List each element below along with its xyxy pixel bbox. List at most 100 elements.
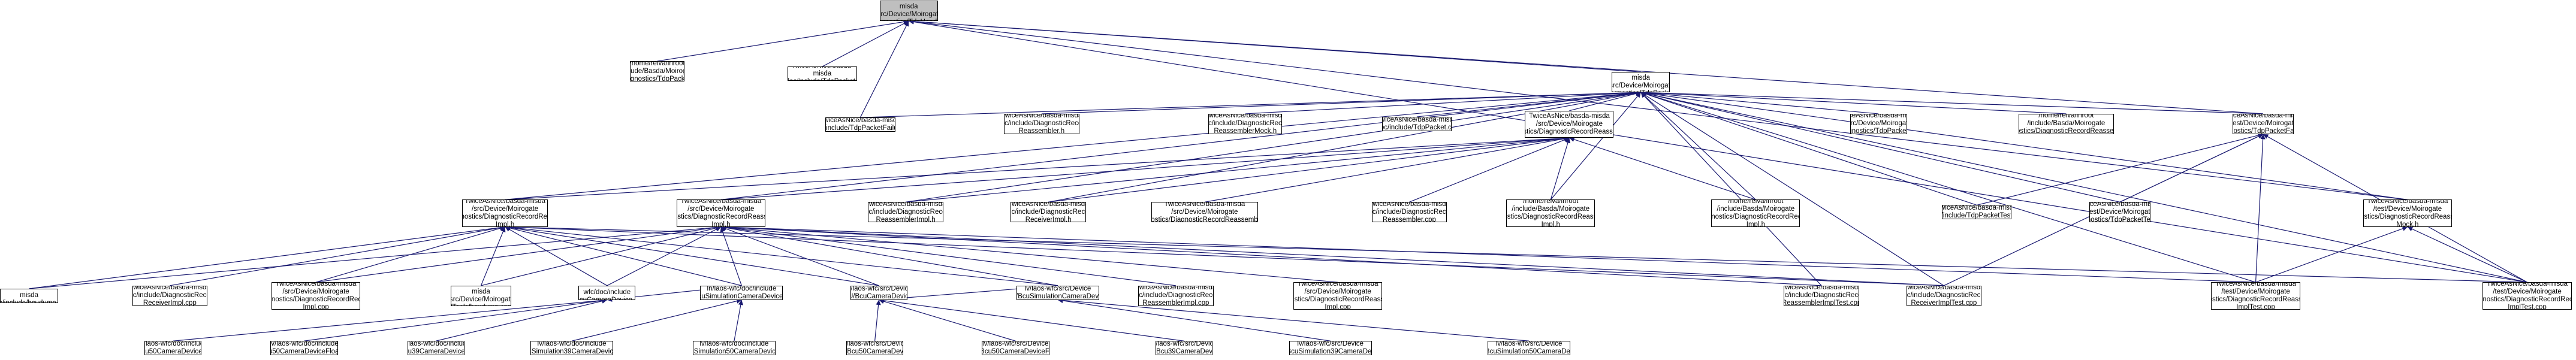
- node-diag-receiver-impl[interactable]: TwiceAsNice/basda-misda /src/Device/Moir…: [461, 199, 548, 227]
- edge-reassembler_mock_test-to-tdp_packet_main: [1640, 90, 2408, 200]
- node-reassembler-impl-doc[interactable]: TwiceAsNice/basda-misda /doc/include/Dia…: [868, 202, 943, 223]
- edge-reassembler_impl_test-to-diag_reassembler_impl: [720, 224, 2256, 283]
- node-lvlaos-bcu-camera-device[interactable]: ln/laos-wfc/doc/include /BcuCameraDevice…: [578, 285, 636, 300]
- node-root: TwiceAsNice/basda-misda /src/Device/Moir…: [879, 1, 938, 22]
- edge-bcudump_src-to-diag_reassembler_impl: [481, 225, 722, 286]
- edge-tdp_packet_root-to-root: [657, 19, 909, 62]
- edge-doc_bcusim50-to-lvlaos_bcu_simulation_camera: [734, 300, 744, 341]
- node-receiver-impl-cpp-doc[interactable]: TwiceAsNice/basda-misda /doc/include/Dia…: [132, 285, 208, 306]
- node-receiver-impl-doc[interactable]: TwiceAsNice/basda-misda /doc/include/Dia…: [1011, 202, 1086, 223]
- node-tdp-packet-failure-doc[interactable]: TwiceAsNice/basda-misda /doc/include/Tdp…: [825, 117, 895, 132]
- node-receiver-impl-test[interactable]: TwiceAsNice/basda-misda /test/Device/Moi…: [2483, 282, 2572, 310]
- edge-reassembler_impl_test_doc-to-tdp_packet_main: [1640, 92, 1822, 286]
- edge-reassembler_impl_root-to-diag_reassembler_src: [1550, 138, 1570, 200]
- node-tdp-packet-main[interactable]: TwiceAsNice/basda-misda /src/Device/Moir…: [1612, 72, 1670, 93]
- edge-tdp_packet_test-to-tdp_packet_main: [1640, 91, 2120, 202]
- node-diag-reassembler-doc[interactable]: TwiceAsNice/basda-misda /doc/include/Dia…: [1004, 113, 1079, 134]
- node-receiver-impl-cpp-src[interactable]: TwiceAsNice/basda-misda /src/Device/Moir…: [271, 282, 361, 310]
- edge-src_bcu50_camera-to-src_bcu_camera_device: [874, 300, 881, 341]
- edge-src_bcu_simulation_camera-to-diag_receiver_impl: [505, 225, 1058, 286]
- edge-receiver_impl_doc-to-diag_reassembler_src: [1048, 136, 1570, 202]
- edge-receiver_impl_cpp_src-to-diag_reassembler_impl: [315, 225, 721, 283]
- edge-tdp_packet_test_doc-to-tdp_packet_failure_test: [1977, 132, 2264, 206]
- edge-receiver_impl_test-to-tdp_packet_main: [1640, 90, 2527, 283]
- node-reassembler-mock-test[interactable]: TwiceAsNice/basda-misda /test/Device/Moi…: [2363, 199, 2452, 227]
- node-src-bcu39-camera[interactable]: lv/laos-wfc/src/Device /BCU/Bcu39CameraD…: [1155, 341, 1212, 356]
- edge-diag_reassembler_impl-to-diag_reassembler_src: [720, 135, 1570, 200]
- edge-reassembler_impl_doc-to-diag_reassembler_src: [906, 135, 1570, 202]
- node-src-bcusim39[interactable]: lv/laos-wfc/src/Device /BCU/BcuSimulatio…: [1289, 341, 1372, 356]
- edge-receiver_impl_root-to-diag_reassembler_src: [1569, 137, 1756, 200]
- edge-doc_bcu50_camera-to-lvlaos_bcu_camera_device: [173, 298, 607, 341]
- node-src-bcu-simulation-camera[interactable]: lv/laos-wfc/src/Device /BCU/BcuSimulatio…: [1016, 285, 1099, 300]
- edge-tdp_packet_cpp_src-to-tdp_packet_main: [1640, 90, 1879, 114]
- edge-reassembler_impl_test_doc-to-diag_reassembler_impl: [720, 224, 1822, 286]
- edge-receiver_impl_test-to-reassembler_mock_test: [2407, 226, 2527, 283]
- node-tdp-packet-cpp-src[interactable]: TwiceAsNice/basda-misda /src/Device/Moir…: [1850, 113, 1907, 134]
- edge-src_bcu39_camera-to-src_bcu_camera_device: [879, 298, 1184, 341]
- node-doc-bcusim39[interactable]: lv/laos-wfc/doc/include /BcuSimulation39…: [530, 341, 614, 356]
- node-lvlaos-bcu-simulation-camera[interactable]: ln/laos-wfc/doc/include /BcuSimulationCa…: [700, 285, 783, 300]
- node-src-bcu50-float[interactable]: lv/laos-wfc/src/Device /BCU/Bcu50CameraD…: [981, 341, 1049, 356]
- edge-reassembler_impl_test-to-reassembler_mock_test: [2255, 226, 2408, 283]
- edge-receiver_impl_test-to-root: [909, 19, 2527, 283]
- edge-receiver_impl_test-to-diag_receiver_impl: [505, 224, 2527, 283]
- edge-lvlaos_bcu_simulation_camera-to-diag_receiver_impl: [505, 225, 742, 286]
- node-doc-bcu50-camera[interactable]: lv/laos-wfc/doc/include /Bcu50CameraDevi…: [144, 341, 202, 356]
- node-tdp-packet-root[interactable]: /home/reiva/inroot /include/Basda/Moirog…: [629, 61, 685, 82]
- node-reassembler-impl-test-doc[interactable]: TwiceAsNice/basda-misda /doc/include/Dia…: [1784, 285, 1859, 306]
- node-src-bcu50-camera[interactable]: lv/laos-wfc/src/Device /BCU/Bcu50CameraD…: [846, 341, 904, 356]
- node-src-bcu-camera-device[interactable]: lv/laos-wfc/src/Device /BCU/BcuCameraDev…: [850, 285, 907, 300]
- edge-doc_bcusim39-to-lvlaos_bcu_simulation_camera: [571, 298, 742, 341]
- edge-doc_bcu39_camera-to-lvlaos_bcu_camera_device: [436, 298, 607, 341]
- edge-doc_bcu50_float-to-lvlaos_bcu_camera_device: [304, 298, 607, 341]
- node-doc-bcusim50[interactable]: lv/laos-wfc/doc/include /BcuSimulation50…: [692, 341, 776, 356]
- node-doc-bcu39-camera[interactable]: lv/laos-wfc/doc/include /Bcu39CameraDevi…: [407, 341, 464, 356]
- node-receiver-impl-root[interactable]: /home/reiva/inroot /include/Basda/Moirog…: [1711, 199, 1800, 227]
- edge-src_bcu_camera_device-to-diag_reassembler_impl: [720, 226, 879, 286]
- edge-lvlaos_bcu_simulation_camera-to-diag_reassembler_impl: [720, 226, 742, 286]
- edge-diag_reassembler_doc-to-tdp_packet_main: [1041, 90, 1641, 114]
- node-reassembler-impl-cpp-doc[interactable]: TwiceAsNice/basda-misda /doc/include/Dia…: [1138, 285, 1214, 306]
- edge-reassembler_cpp_doc-to-diag_reassembler_src: [1409, 137, 1570, 202]
- node-tdp-packet-failure-test[interactable]: TwiceAsNice/basda-misda /test/Device/Moi…: [2232, 113, 2294, 134]
- node-reassembler-impl-root[interactable]: /home/reiva/inroot /include/Basda/Moirog…: [1506, 199, 1595, 227]
- node-tdp-packet-test[interactable]: TwiceAsNice/basda-misda /test/Device/Moi…: [2089, 202, 2150, 223]
- edge-reassembler_impl_doc-to-tdp_packet_main: [905, 90, 1641, 202]
- edge-diag_reassembler_mock_doc-to-tdp_packet_main: [1245, 90, 1641, 114]
- edge-reassembler_impl_test-to-tdp_packet_failure_test: [2255, 134, 2266, 283]
- node-doc-bcu50-float[interactable]: lv/laos-wfc/doc/include /Bcu50CameraDevi…: [270, 341, 338, 356]
- node-reassembler-impl-test[interactable]: TwiceAsNice/basda-misda /test/Device/Moi…: [2211, 282, 2300, 310]
- node-diag-reassembler-src[interactable]: TwiceAsNice/basda-misda /src/Device/Moir…: [1525, 110, 1614, 138]
- edge-src_bcu_simulation_camera-to-diag_reassembler_impl: [720, 225, 1058, 286]
- node-bcudump-src[interactable]: TwiceAsNice/basda-misda /src/Device/Moir…: [450, 285, 512, 306]
- edge-diag_receiver_impl-to-diag_reassembler_src: [505, 135, 1570, 200]
- node-receiver-impl-test-doc[interactable]: TwiceAsNice/basda-misda /doc/include/Dia…: [1906, 285, 1982, 306]
- edge-src_bcu50_float-to-src_bcu_camera_device: [879, 299, 1016, 341]
- edge-reassembler_impl_root-to-tdp_packet_main: [1550, 92, 1642, 200]
- node-tdp-packet-doc[interactable]: TwiceAsNice/basda-misda /doc/include/Tdp…: [787, 66, 858, 81]
- node-diag-reassembler-root[interactable]: /home/reiva/inroot /include/Basda/Moirog…: [2018, 113, 2115, 134]
- node-diag-reassembler-mock-doc[interactable]: TwiceAsNice/basda-misda /doc/include/Dia…: [1208, 113, 1283, 134]
- edge-receiver_impl_root-to-tdp_packet_main: [1640, 92, 1756, 200]
- node-tdp-packet-cpp-doc[interactable]: TwiceAsNice/basda-misda /doc/include/Tdp…: [1381, 117, 1452, 131]
- edge-tdp_packet_doc-to-root: [822, 20, 909, 67]
- edge-reassembler_impl_cpp_doc-to-diag_reassembler_impl: [720, 225, 1176, 286]
- edge-receiver_impl_test_doc-to-tdp_packet_main: [1640, 92, 1944, 286]
- edge-receiver_impl_doc-to-tdp_packet_main: [1048, 90, 1641, 202]
- edge-diag_reassembler_impl-to-tdp_packet_main: [720, 90, 1641, 200]
- node-reassembler-impl-cpp-src[interactable]: TwiceAsNice/basda-misda /src/Device/Moir…: [1293, 282, 1383, 310]
- node-src-bcusim50[interactable]: lv/laos-wfc/src/Device /BCU/BcuSimulatio…: [1488, 341, 1571, 356]
- edge-tdp_packet_failure_test-to-tdp_packet_main: [1640, 90, 2264, 114]
- edge-diag_reassembler_root-to-tdp_packet_main: [1640, 90, 2067, 114]
- edge-src_bcusim50-to-src_bcu_simulation_camera: [1057, 298, 1530, 341]
- edge-lvlaos_bcu_camera_device-to-diag_reassembler_impl: [607, 226, 722, 286]
- node-diag-reassembler-impl[interactable]: TwiceAsNice/basda-misda /src/Device/Moir…: [676, 199, 765, 227]
- edge-tdp_packet_test_doc-to-tdp_packet_main: [1640, 91, 1977, 206]
- node-bcudump-doc[interactable]: TwiceAsNice/basda-misda /doc/include/bcu…: [0, 288, 59, 303]
- node-tdp-packet-test-doc[interactable]: TwiceAsNice/basda-misda /doc/include/Tdp…: [1941, 205, 2012, 220]
- edge-bcudump_src-to-diag_receiver_impl: [480, 226, 506, 286]
- node-reassembler-cpp-doc[interactable]: TwiceAsNice/basda-misda /doc/include/Dia…: [1371, 202, 1447, 223]
- edge-lvlaos_bcu_camera_device-to-diag_receiver_impl: [505, 226, 608, 286]
- node-reassembler-cpp-src[interactable]: TwiceAsNice/basda-misda /src/Device/Moir…: [1151, 202, 1259, 223]
